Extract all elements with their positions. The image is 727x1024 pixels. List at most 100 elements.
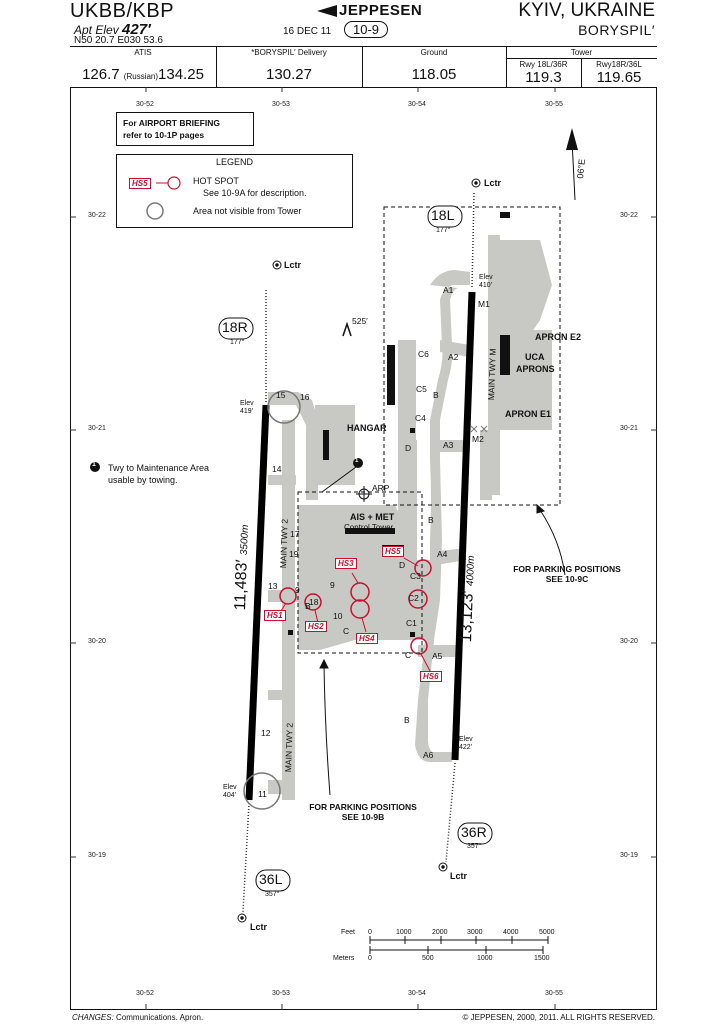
- runway-18r-36l: [245, 404, 270, 801]
- hotspot-circles: [279, 559, 432, 655]
- legend-hotspot-desc: See 10-9A for description.: [203, 188, 307, 198]
- twy-17: 17: [290, 529, 300, 539]
- twy-a3-link: [436, 440, 470, 452]
- runway-36r-hdg: 357°: [467, 843, 482, 850]
- badge-36l: [255, 869, 291, 892]
- elev-404-value: 404′: [223, 792, 236, 799]
- apron-e2-label: APRON E2: [535, 332, 582, 342]
- runway-left-length-m: 3500m: [238, 524, 251, 556]
- boundary-10-9b: [297, 491, 423, 654]
- scale-bars: [369, 936, 549, 954]
- parking-10-9c-line-1: FOR PARKING POSITIONS: [513, 564, 621, 574]
- tick-right-2: 30-21: [620, 425, 638, 432]
- runways: [242, 192, 476, 913]
- twy-b-1: B: [433, 390, 439, 400]
- area-boundaries: [297, 206, 561, 654]
- twy-m2: M2: [472, 434, 484, 444]
- twy-a2-link: [440, 340, 470, 357]
- hotspot-tag-hs6: HS6: [420, 671, 442, 682]
- note-marker-num: 1: [355, 458, 359, 464]
- parking-10-9c-line-2: SEE 10-9C: [545, 574, 589, 584]
- runway-36l-id: 36L: [259, 871, 283, 887]
- apt-elev: Apt Elev 427′: [74, 21, 151, 38]
- twy-d-marker: [410, 428, 415, 433]
- brand-arrow-icon: [317, 5, 337, 18]
- twy-c: C: [343, 626, 350, 636]
- tower-1-label: Rwy 18L/36R: [519, 60, 568, 69]
- scale-meters-500: 500: [422, 955, 434, 962]
- tower-cell: Tower Rwy 18L/36R 119.3 Rwy18R/36L 119.6…: [506, 47, 657, 88]
- city-name: KYIV, UKRAINE: [518, 0, 655, 21]
- main-twy-2-label-lower: MAIN TWY 2: [283, 722, 295, 773]
- main-twy-m-label: MAIN TWY M: [486, 348, 498, 401]
- legend-hs-tag: HS5: [129, 178, 151, 189]
- legend-not-visible-icon: [146, 202, 164, 220]
- scale-feet-0: 0: [368, 929, 372, 936]
- brand-logo: JEPPESEN: [317, 2, 422, 19]
- arp-icon: [356, 486, 372, 502]
- apron-e2-building: [500, 212, 510, 218]
- twy-16: 16: [300, 392, 310, 402]
- twy-19: 19: [289, 549, 299, 559]
- twy-c2: C2: [408, 593, 419, 603]
- tower-2-cell: Rwy18R/36L 119.65: [581, 58, 657, 88]
- twy-d: D: [405, 443, 412, 453]
- twy-9: 9: [295, 585, 300, 595]
- terminal-building: [387, 345, 395, 405]
- not-visible-area-15: [267, 390, 301, 424]
- tick-right-1: 30-22: [620, 212, 638, 219]
- twy-9b: 9: [330, 580, 335, 590]
- twy-10: 10: [333, 611, 343, 621]
- runway-18l-id: 18L: [431, 207, 455, 223]
- twy-a4-link: [430, 548, 466, 566]
- scale-feet-1000: 1000: [396, 929, 412, 936]
- lctr-icon-1: [471, 178, 481, 188]
- main-twy-2-label-upper: MAIN TWY 2: [278, 518, 290, 569]
- twy-13-link: [268, 590, 298, 602]
- twy-a1: A1: [443, 285, 454, 295]
- parking-10-9b-line-1: FOR PARKING POSITIONS: [309, 802, 417, 812]
- twy-9-10: [298, 590, 355, 612]
- runway-18r-hdg: 177°: [230, 339, 245, 346]
- footer-changes-label: CHANGES:: [72, 1013, 114, 1022]
- hotspot-circle-3b: [350, 599, 370, 619]
- approach-lights-36r: [445, 762, 456, 863]
- tick-left-4: 30-19: [88, 852, 106, 859]
- briefing-line-1: For AIRPORT BRIEFING: [123, 118, 220, 128]
- central-apron: [298, 505, 432, 650]
- twy-12: 12: [261, 728, 271, 738]
- airport-ident: UKBB/KBP: [70, 0, 175, 22]
- tick-bottom-1: 30-52: [136, 990, 154, 997]
- runway-18l-36r: [451, 291, 476, 761]
- runway-right-length-m: 4000m: [464, 555, 478, 587]
- note-1: Twy to Maintenance Area usable by towing…: [108, 462, 209, 486]
- not-visible-area-11: [243, 772, 281, 810]
- atis-cell: ATIS 126.7 (Russian)134.25: [70, 47, 217, 87]
- tick-right-4: 30-19: [620, 852, 638, 859]
- badge-18r: [218, 317, 254, 340]
- twy-m1: M1: [478, 299, 490, 309]
- note-1-line-1: Twy to Maintenance Area: [108, 463, 210, 473]
- twy-12-link: [268, 690, 284, 700]
- twy-14: 14: [272, 464, 282, 474]
- elev-410-label: Elev: [479, 274, 493, 281]
- hotspot-circle-5b: [408, 589, 428, 609]
- note-marker-legend-icon: [90, 462, 100, 472]
- twy-a5-link: [418, 645, 458, 657]
- tower-2-value: 119.65: [596, 69, 642, 86]
- frequency-row: ATIS 126.7 (Russian)134.25 *BORYSPIL′ De…: [70, 46, 657, 88]
- main-twy-2: [282, 420, 295, 800]
- aprons-label: APRONS: [516, 364, 555, 374]
- delivery-value: 130.27: [266, 66, 312, 83]
- ground-cell: Ground 118.05: [362, 47, 507, 87]
- legend-title: LEGEND: [215, 157, 253, 167]
- hotspot-circle-2: [304, 593, 322, 611]
- tick-bottom-3: 30-54: [408, 990, 426, 997]
- twy-c-low: C: [405, 650, 412, 660]
- tick-left-2: 30-21: [88, 425, 106, 432]
- twy-d-2: D: [399, 560, 406, 570]
- briefing-line-2: refer to 10-1P pages: [123, 130, 205, 140]
